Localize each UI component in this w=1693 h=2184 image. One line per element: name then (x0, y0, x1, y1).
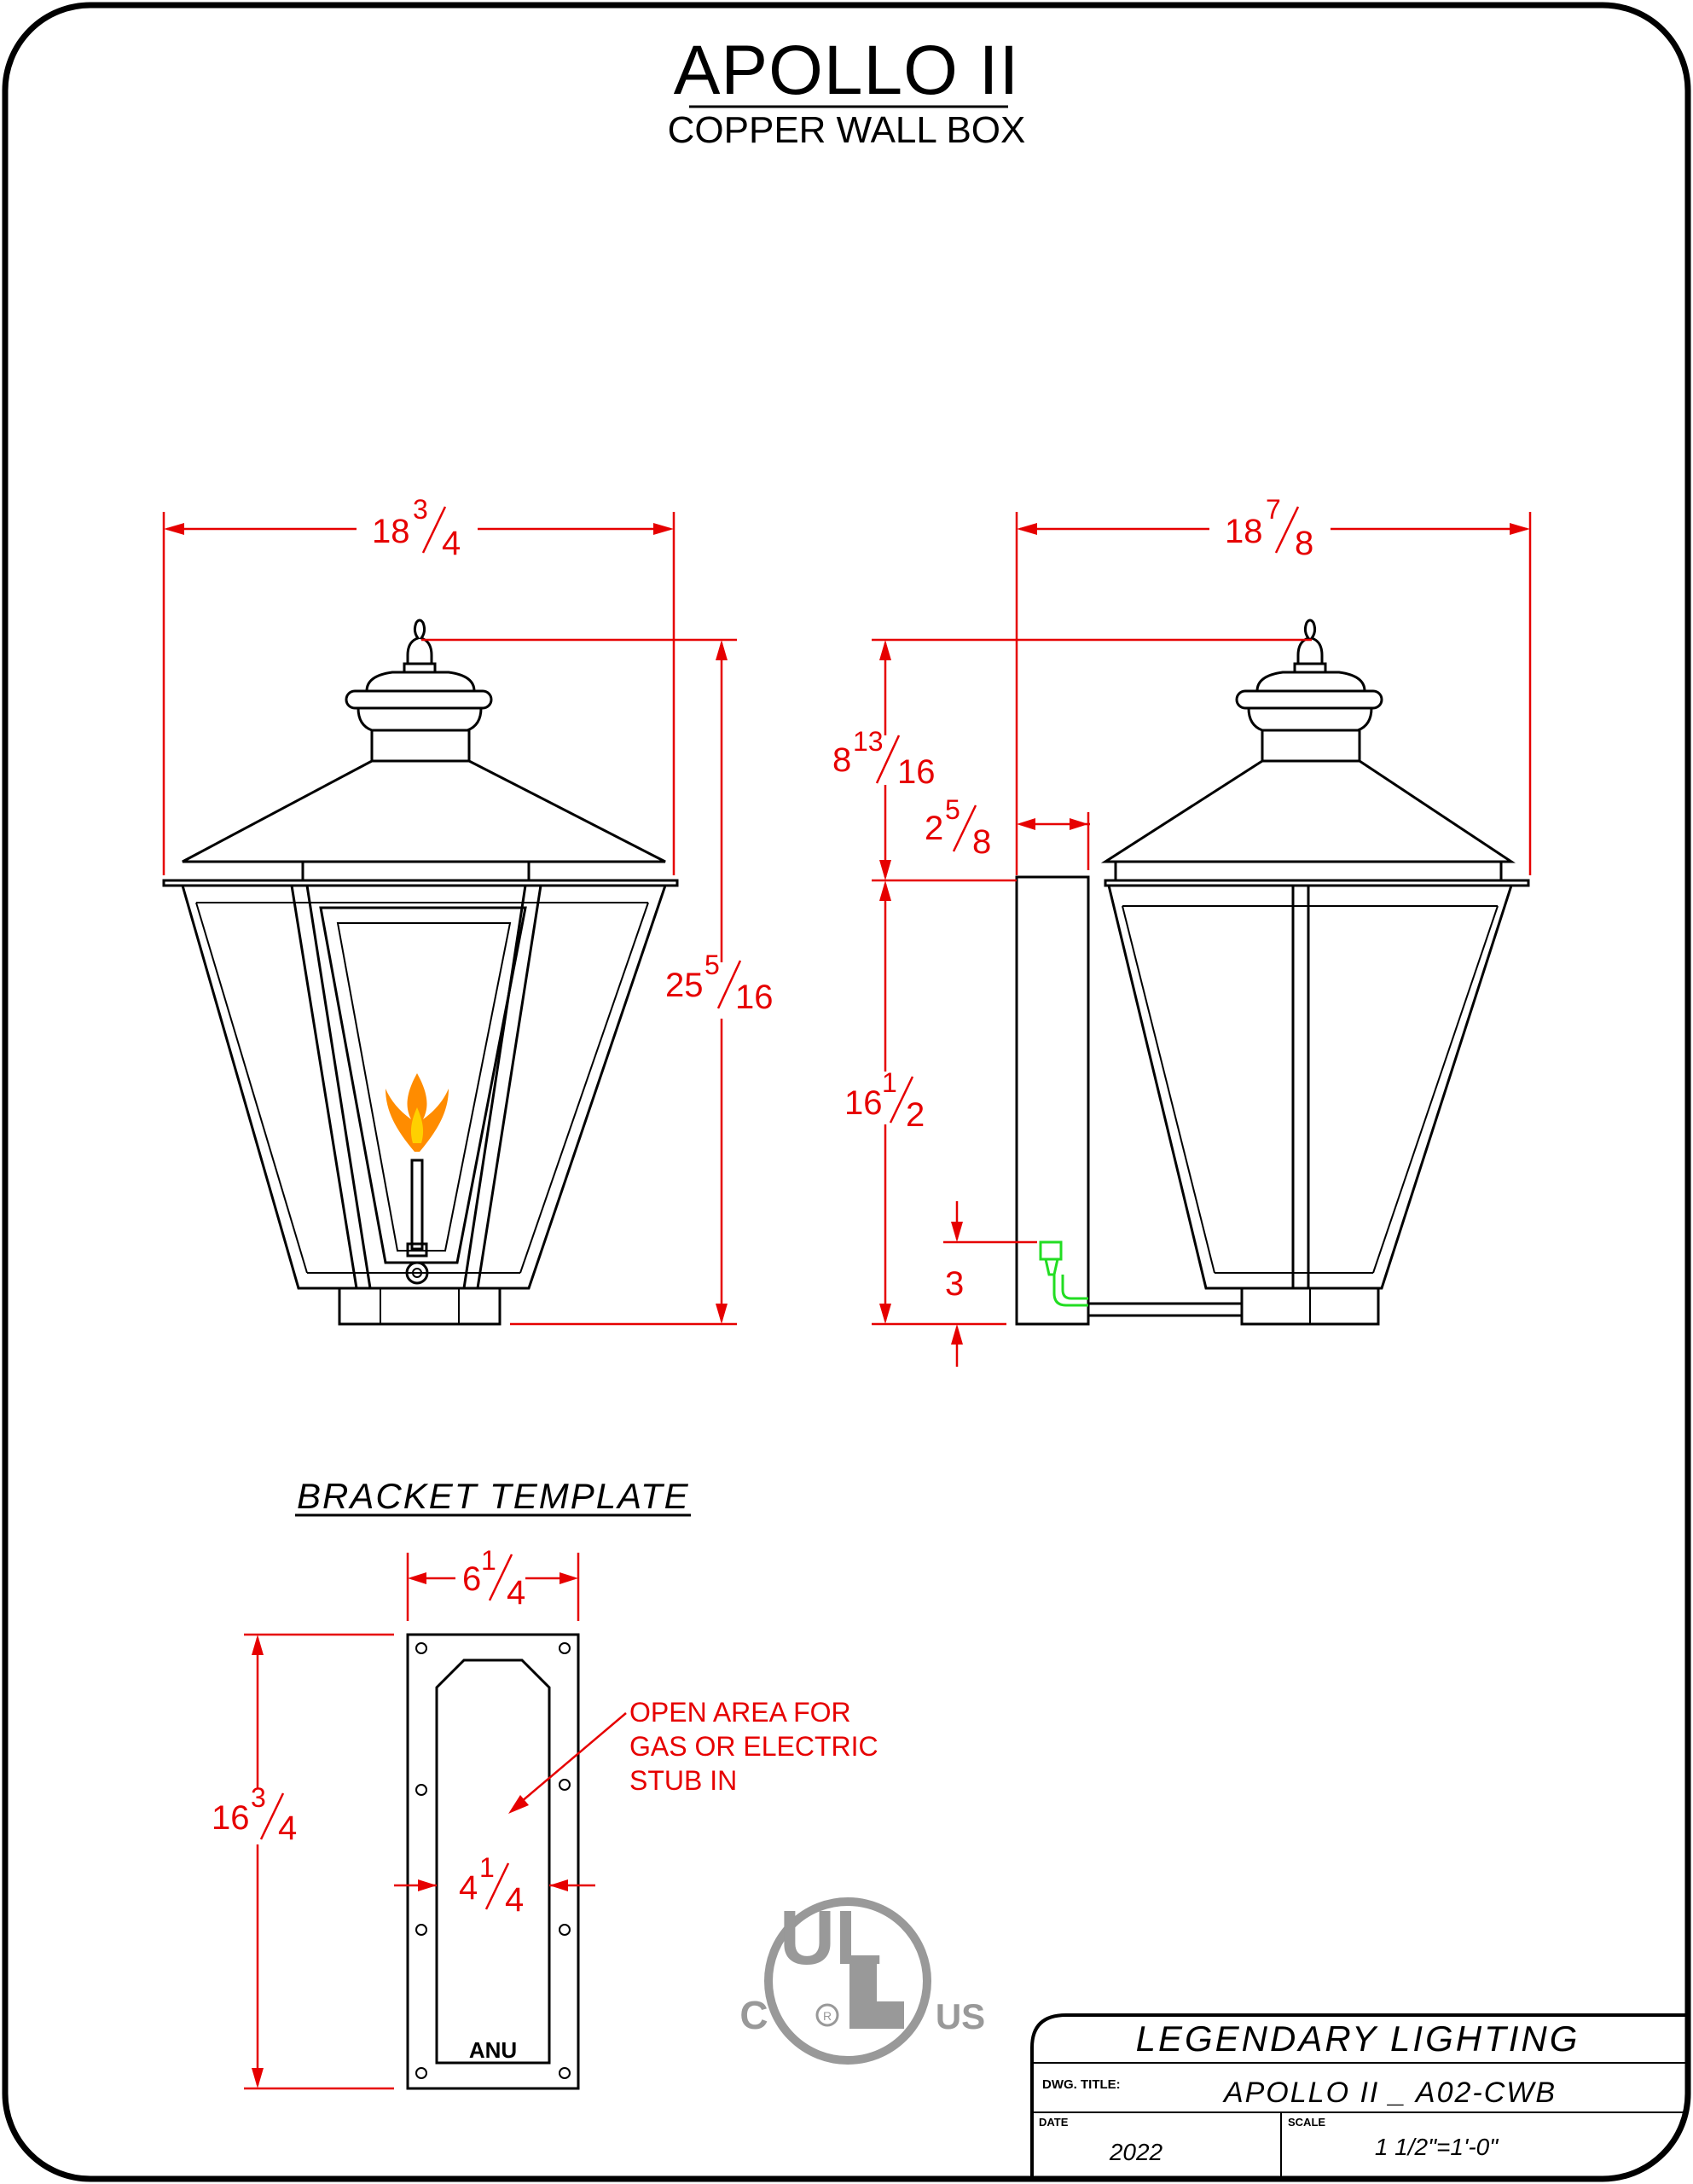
side-stub-height-dimension: 3 (943, 1201, 1037, 1367)
bracket-width-whole: 6 (462, 1560, 481, 1598)
side-offset-dimension: 2 5 8 (925, 794, 1090, 870)
bracket-stamp: ANU (469, 2037, 517, 2063)
side-width-dimension: 18 7 8 (1015, 494, 1532, 875)
bracket-height-whole: 16 (212, 1799, 250, 1837)
ul-registered-mark: R (823, 2009, 832, 2023)
bracket-width-den: 4 (507, 1574, 525, 1612)
ul-left-mark: C (739, 1993, 768, 2037)
page-subtitle: COPPER WALL BOX (667, 109, 1026, 151)
side-offset-num: 5 (945, 794, 960, 825)
front-height-num: 5 (704, 950, 720, 980)
title-block: LEGENDARY LIGHTING DWG. TITLE: APOLLO II… (1030, 2013, 1688, 2179)
front-height-dimension: 25 5 16 (421, 638, 774, 1326)
front-width-whole: 18 (372, 513, 410, 550)
side-top-height-num: 13 (853, 726, 884, 757)
side-offset-den: 8 (972, 823, 991, 861)
side-lower-height-num: 1 (882, 1067, 897, 1098)
side-width-num: 7 (1266, 494, 1281, 525)
side-width-den: 8 (1295, 525, 1313, 562)
side-top-height-dimension: 8 13 16 (832, 638, 1312, 882)
ul-right-mark: US (936, 1996, 985, 2036)
side-view-lantern (1015, 619, 1530, 1326)
side-lower-height-whole: 16 (844, 1084, 883, 1122)
date-label: DATE (1039, 2116, 1069, 2129)
note-line-3: STUB IN (629, 1765, 737, 1796)
bracket-template-heading: BRACKET TEMPLATE (297, 1476, 690, 1516)
bracket-width-num: 1 (481, 1545, 496, 1576)
page-title: APOLLO II (673, 32, 1020, 109)
date-value: 2022 (1109, 2139, 1163, 2165)
side-stub-height-value: 3 (945, 1265, 964, 1303)
bracket-template: BRACKET TEMPLATE ANU (295, 1476, 691, 2090)
front-height-den: 16 (735, 979, 774, 1016)
side-top-height-den: 16 (897, 753, 936, 791)
open-area-note: OPEN AREA FOR GAS OR ELECTRIC STUB IN (508, 1697, 878, 1814)
front-width-den: 4 (442, 525, 461, 562)
dwg-title-label: DWG. TITLE: (1042, 2077, 1121, 2092)
dwg-title: APOLLO II _ A02-CWB (1222, 2077, 1557, 2109)
side-lower-height-den: 2 (906, 1096, 925, 1134)
flame-inner-icon (410, 1107, 424, 1143)
side-lower-height-dimension: 16 1 2 (844, 880, 1006, 1326)
bracket-height-num: 3 (251, 1782, 266, 1813)
gas-fitting-icon (1039, 1240, 1088, 1307)
scale-label: SCALE (1288, 2116, 1325, 2129)
front-height-whole: 25 (665, 967, 704, 1004)
note-line-2: GAS OR ELECTRIC (629, 1731, 878, 1762)
bracket-inner-width-num: 1 (479, 1852, 495, 1883)
bracket-height-dimension: 16 3 4 (212, 1633, 394, 2090)
side-top-height-whole: 8 (832, 741, 851, 779)
front-view-lantern (162, 619, 679, 1326)
bracket-inner-width-whole: 4 (459, 1869, 478, 1907)
front-width-num: 3 (413, 494, 428, 525)
bracket-inner-width-dimension: 4 1 4 (394, 1852, 595, 1919)
bracket-inner-width-den: 4 (505, 1881, 524, 1919)
side-width-whole: 18 (1225, 513, 1263, 550)
side-offset-whole: 2 (925, 810, 943, 847)
bracket-width-dimension: 6 1 4 (406, 1545, 580, 1621)
note-line-1: OPEN AREA FOR (629, 1697, 851, 1728)
ul-certification-logo: UL R C US (739, 1896, 985, 2065)
scale-value: 1 1/2"=1'-0" (1375, 2134, 1499, 2160)
front-width-dimension: 18 3 4 (162, 494, 675, 875)
company-name: LEGENDARY LIGHTING (1136, 2018, 1580, 2059)
bracket-height-den: 4 (278, 1809, 297, 1847)
